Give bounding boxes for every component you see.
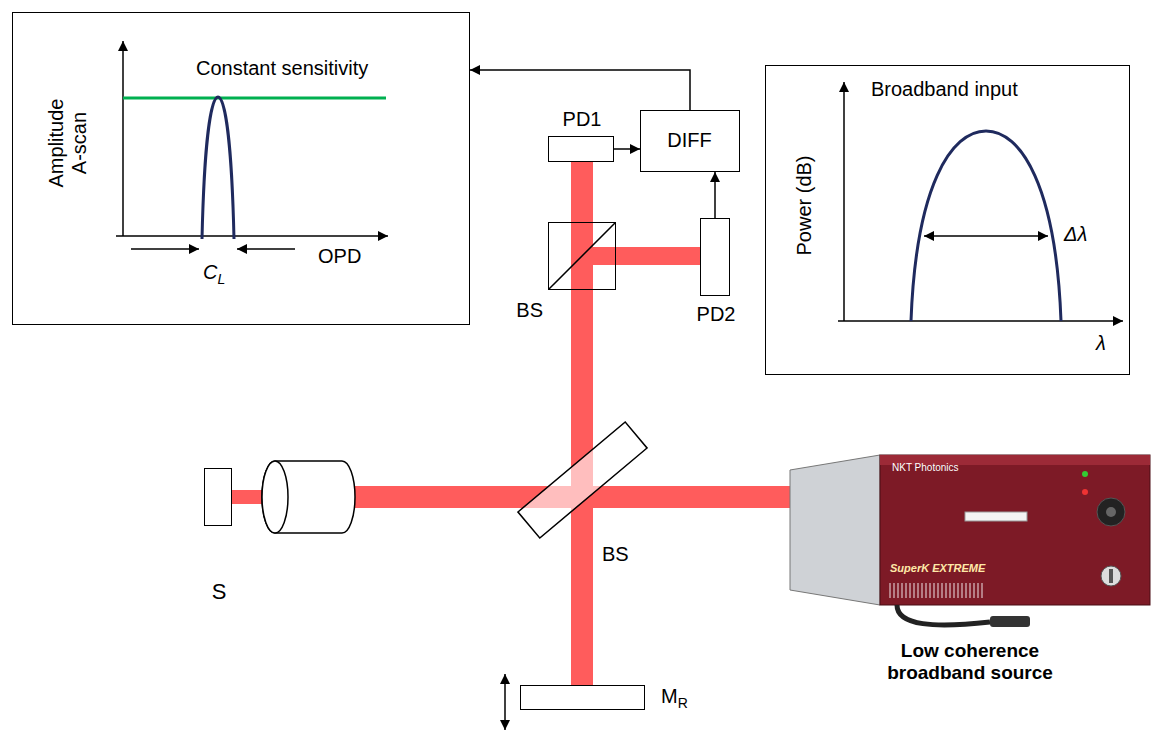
- vent-slot: [917, 583, 919, 598]
- vent-slot: [949, 583, 951, 598]
- status-led: [1082, 471, 1088, 477]
- translation-arrow: [504, 674, 506, 730]
- panel-outline: [766, 66, 1129, 374]
- device-side: [790, 455, 880, 605]
- axis-label: Amplitude A-scan: [45, 88, 91, 198]
- width-arrow: [237, 248, 295, 250]
- fiber-connector: [990, 616, 1030, 627]
- bandwidth-label: Δλ: [1064, 223, 1087, 246]
- vent-slot: [913, 583, 915, 598]
- signal-arrow: [470, 70, 690, 110]
- x-axis: [116, 235, 388, 237]
- vent-slot: [929, 583, 931, 598]
- vent-slot: [905, 583, 907, 598]
- key-slot: [1109, 569, 1113, 583]
- axis-label: OPD: [318, 245, 361, 268]
- y-axis: [122, 41, 124, 236]
- photodiode: PD2: [700, 218, 730, 296]
- vent-slot: [977, 583, 979, 598]
- vent-slot: [889, 583, 891, 598]
- differential-amplifier: DIFF: [640, 110, 740, 172]
- control-knob: [1097, 498, 1125, 526]
- vent-slot: [973, 583, 975, 598]
- component-label: DIFF: [667, 129, 711, 152]
- plot-title: Broadband input: [871, 78, 1018, 101]
- component-label: PD1: [549, 108, 615, 131]
- interference-peak: [202, 97, 234, 239]
- vent-slot: [937, 583, 939, 598]
- status-led: [1082, 489, 1088, 495]
- bandwidth-arrow: [924, 235, 1048, 237]
- x-axis: [838, 320, 1123, 322]
- vent-slot: [893, 583, 895, 598]
- y-axis: [843, 82, 845, 321]
- light-source: Low coherence broadband source: [785, 450, 1152, 610]
- vent-slot: [925, 583, 927, 598]
- component-label: BS: [507, 299, 543, 322]
- component-label: S: [194, 579, 244, 604]
- photodiode: PD1: [548, 136, 614, 162]
- lens-body: [262, 461, 355, 533]
- vent-slot: [921, 583, 923, 598]
- main-letter: C: [203, 261, 217, 283]
- fiber-cable: [897, 605, 990, 625]
- vent-slot: [941, 583, 943, 598]
- beam-splitter-plate: BS: [510, 415, 655, 545]
- reference-beam: [571, 160, 593, 686]
- sample: S: [204, 468, 232, 526]
- vent-slot: [953, 583, 955, 598]
- plot-title: Constant sensitivity: [196, 57, 368, 80]
- main-letter: M: [661, 685, 678, 707]
- source-caption: Low coherence broadband source: [870, 640, 1070, 684]
- signal-arrow: [614, 148, 640, 150]
- subscript: R: [678, 695, 688, 711]
- vent-slot: [901, 583, 903, 598]
- axis-label: λ: [1096, 332, 1106, 355]
- cube-outline: [549, 223, 615, 289]
- key-switch: [1101, 566, 1121, 586]
- device-front: [880, 455, 1150, 605]
- width-arrow: [131, 248, 199, 250]
- beam-splitter-cube: BS: [548, 222, 616, 290]
- plate-outline: [510, 415, 655, 545]
- vent-slot: [897, 583, 899, 598]
- device-outline: [785, 450, 1152, 610]
- model-name: SuperK EXTREME: [890, 562, 985, 575]
- vent-slot: [909, 583, 911, 598]
- subscript: L: [217, 271, 225, 287]
- component-label: BS: [602, 543, 629, 566]
- vent-slot: [933, 583, 935, 598]
- spectrum-panel: Broadband inputPower (dB) Δλ λ: [765, 65, 1130, 375]
- sensitivity-line: [123, 97, 386, 100]
- signal-arrow: [714, 172, 716, 218]
- display-slot: [965, 512, 1027, 521]
- vent-slot: [969, 583, 971, 598]
- vent-grille: [890, 583, 982, 598]
- splitter-diagonal: [549, 223, 615, 289]
- brand-logo: NKT Photonics: [892, 462, 959, 474]
- vent-slot: [945, 583, 947, 598]
- a-scan-panel: Constant sensitivityAmplitude A-scanCL OP…: [12, 12, 470, 325]
- vent-slot: [965, 583, 967, 598]
- coherence-length: CL: [203, 261, 225, 284]
- component-label: PD2: [686, 303, 746, 326]
- axis-label: Power (dB): [793, 151, 816, 261]
- vent-slot: [957, 583, 959, 598]
- vent-slot: [981, 583, 983, 598]
- control-knob-cap: [1106, 507, 1116, 517]
- vent-slot: [961, 583, 963, 598]
- spectrum-curve: [911, 131, 1061, 321]
- reference-mirror: MR: [520, 685, 645, 710]
- component-label: MR: [661, 685, 688, 708]
- splitter-plate: [518, 422, 647, 538]
- detector-beam: [593, 247, 701, 265]
- lens-face: [262, 461, 288, 533]
